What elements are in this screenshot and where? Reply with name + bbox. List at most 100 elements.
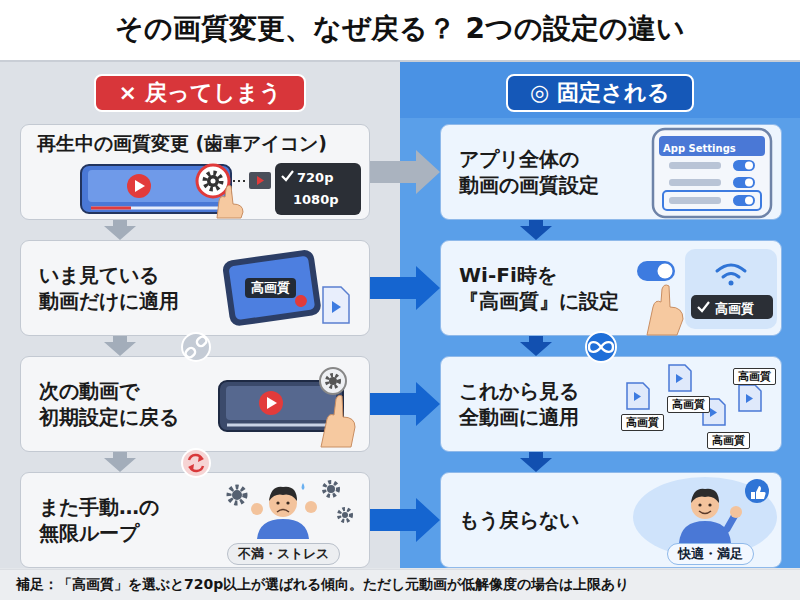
player-illustration-part [227,424,335,427]
box-text: もう戻らない [459,507,637,533]
phone-illustration-part-part [228,256,315,321]
player-illustration-part [257,176,264,185]
video-stack-illustration-part [669,365,691,391]
icon-label: 高画質 [667,396,710,413]
icon-label: 高画質 [245,278,296,298]
process-box: Wi-Fi時を 『高画質』に設定高画質 [440,240,782,336]
box-text: アプリ全体の 動画の画質設定 [459,146,637,198]
settings-phone-illustration-part [733,195,755,206]
person-illustration-part [198,455,204,462]
flow-arrow [370,150,440,194]
phone-illustration-part [332,301,341,313]
toggle-illustration-part [637,261,675,281]
background-part [0,60,800,62]
icon-label: 不満・ストレス [227,543,340,565]
icon-label: 1080p [293,191,339,209]
flow-arrow [520,336,552,356]
label-holder: 高画質 [667,393,710,413]
video-stack-illustration-part [634,392,641,401]
icon-label: 720p [297,169,333,187]
flow-arrow [104,336,136,356]
player-illustration-part [217,185,243,218]
player-illustration-part [329,377,337,385]
player-illustration-part [233,180,247,182]
video-stack-illustration-part [739,385,761,411]
flow-arrow [370,266,440,310]
toggle-illustration-part [729,281,734,286]
icon-label: 高画質 [707,432,750,449]
video-stack-illustration-part [586,332,616,362]
settings-phone-illustration-part [733,160,755,171]
toggle-illustration-part [698,302,709,311]
panel-heading: ◎ 固定される [506,74,694,112]
flow-arrow [370,382,440,426]
player-illustration-part [207,175,219,187]
icon-label: App Settings [663,140,736,158]
video-stack-illustration-part [746,394,753,403]
phone-illustration-part [222,249,322,327]
phone-illustration-part-part [222,249,322,327]
player-illustration-part [320,368,346,394]
person-illustration-part [182,449,210,477]
label-holder: 快適・満足 [667,543,754,565]
happy-person-illustration-part [698,503,701,506]
person-illustration-part [342,512,348,518]
player-illustration-part [127,174,151,198]
box-text: いま見ている 動画だけに適用 [39,262,217,314]
person-illustration-part [232,490,242,500]
box-text: また手動…の 無限ループ [39,494,217,546]
video-stack-illustration-part [627,383,649,409]
phone-illustration-part [323,287,349,323]
person-illustration-part [327,485,335,493]
person-illustration-part [339,509,351,521]
player-illustration-part [226,386,336,420]
label-holder: App Settings [663,137,736,158]
person-illustration-part [257,519,309,539]
person-illustration-part [277,510,289,513]
player-illustration-part [321,395,355,447]
box-text: 次の動画で 初期設定に戻る [39,378,217,430]
panel-heading: × 戻ってしまう [94,74,305,112]
person-illustration-part [302,483,305,490]
player-illustration-part [211,179,216,184]
player-illustration-part [327,375,339,387]
caption: 補足：「高画質」を選ぶと720p以上が選ばれる傾向。ただし元動画が低解像度の場合… [16,569,629,599]
flow-arrow [104,220,136,240]
happy-person-illustration-part [679,521,731,543]
toggle-illustration-part [647,285,683,335]
flow-arrow [520,220,552,240]
settings-phone-illustration-part [653,129,771,217]
label-holder: 高画質 [715,298,754,318]
person-illustration-part [269,487,297,501]
phone-illustration-part-part [294,294,308,308]
label-holder: 高画質 [707,429,750,449]
player-illustration-part [197,165,229,197]
player-illustration-part [135,180,145,192]
flow-arrow [104,452,136,472]
toggle-illustration-part [658,264,673,279]
background-part [400,62,800,118]
settings-phone-illustration-part [669,162,721,169]
title-holder: その画質変更、なぜ戻る？ 2つの設定の違い [0,9,800,49]
settings-phone-illustration-part [733,177,755,188]
toggle-illustration-part [685,249,777,329]
player-illustration-part [91,207,221,210]
person-illustration-part [286,501,289,504]
person-illustration-part [276,501,279,504]
player-illustration-part-part [184,346,197,359]
title: その画質変更、なぜ戻る？ 2つの設定の違い [115,9,685,49]
background-part [0,569,800,600]
video-stack-illustration-part [589,342,613,352]
process-box: また手動…の 無限ループ不満・ストレス [20,472,370,568]
process-box: いま見ている 動画だけに適用 高画質 [20,240,370,336]
player-illustration-part [184,335,208,359]
caption-holder: 補足：「高画質」を選ぶと720p以上が選ばれる傾向。ただし元動画が低解像度の場合… [16,569,629,599]
happy-person-illustration-part [691,489,719,503]
label-holder: 1080p [293,189,339,209]
background-part [0,569,800,570]
flow-arrow [520,452,552,472]
background-part [0,62,400,568]
settings-phone-illustration-part [663,191,761,210]
toggle-illustration-part [717,265,745,277]
